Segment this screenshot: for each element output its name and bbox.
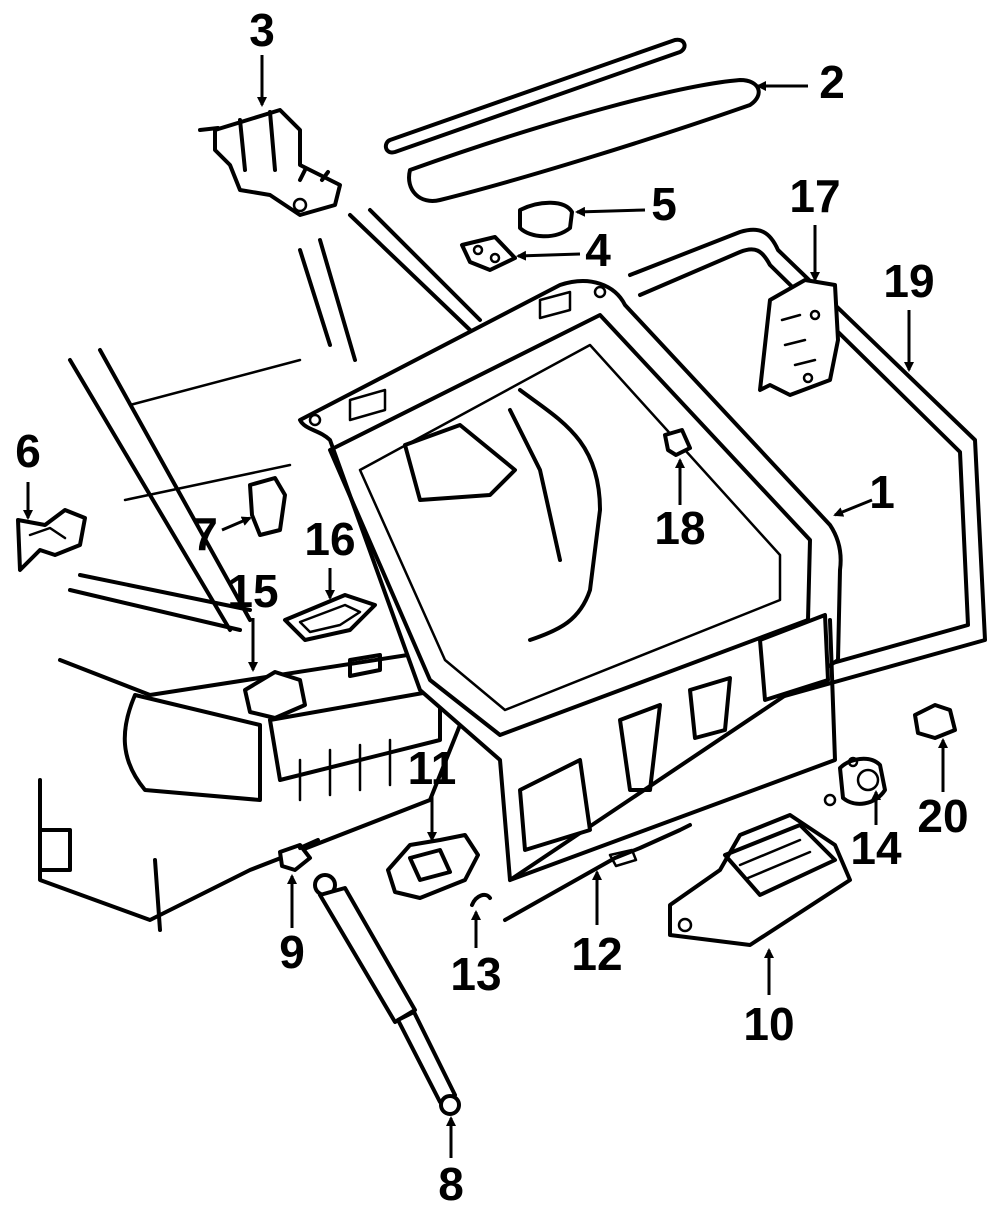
callout-19: 19	[883, 255, 934, 307]
callout-16: 16	[304, 513, 355, 565]
spoiler	[383, 37, 761, 203]
callout-18: 18	[654, 502, 705, 554]
callout-7: 7	[192, 508, 218, 560]
latch	[386, 833, 480, 900]
striker	[16, 508, 87, 572]
callout-11: 11	[408, 742, 457, 794]
bumper-stop	[248, 476, 287, 537]
gas-strut	[313, 873, 461, 1116]
callout-12: 12	[571, 928, 622, 980]
callout-2: 2	[819, 56, 845, 108]
callout-3: 3	[249, 4, 275, 56]
lamp	[518, 200, 574, 239]
trim-cover	[283, 593, 377, 642]
callout-15: 15	[227, 565, 278, 617]
bracket	[460, 235, 517, 272]
hinge	[198, 108, 342, 217]
callout-17: 17	[789, 170, 840, 222]
callout-13: 13	[450, 948, 501, 1000]
callout-5: 5	[651, 178, 677, 230]
leader-arrows	[23, 55, 948, 1158]
vehicle-body	[38, 208, 482, 932]
rod	[503, 823, 692, 922]
bulb-socket	[913, 703, 957, 740]
callout-8: 8	[438, 1158, 464, 1210]
bolt	[278, 838, 320, 872]
liftgate	[298, 279, 843, 882]
callout-9: 9	[279, 926, 305, 978]
weatherstrip-seal	[518, 227, 987, 772]
grommet	[663, 428, 692, 457]
callout-10: 10	[743, 998, 794, 1050]
callout-14: 14	[850, 822, 902, 874]
strut-bracket	[758, 278, 840, 397]
callout-20: 20	[917, 790, 968, 842]
callout-6: 6	[15, 425, 41, 477]
latch-bracket	[243, 670, 307, 720]
callout-4: 4	[585, 224, 611, 276]
handle	[668, 813, 852, 947]
callout-1: 1	[869, 466, 895, 518]
callout-labels: 1 2 3 4 5 6 7 8 9 10 11 12 13 14 15 16 1…	[15, 4, 968, 1210]
clip	[470, 892, 492, 907]
